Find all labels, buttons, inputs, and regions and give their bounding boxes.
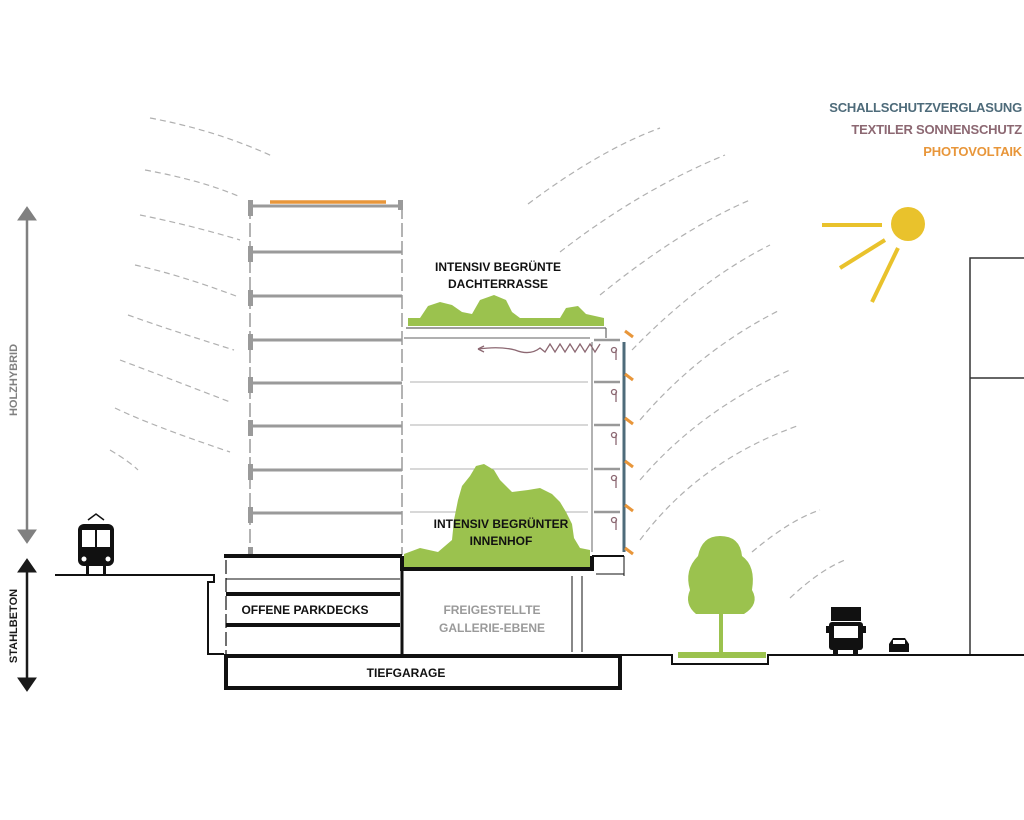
slab-bracket — [248, 200, 253, 216]
label-gallery-1: FREIGESTELLTE — [443, 603, 540, 617]
neighbour-building — [969, 257, 1024, 655]
roof-terrace-greenery — [408, 295, 604, 326]
slab-bracket — [248, 547, 253, 556]
label-underground-garage: TIEFGARAGE — [367, 666, 446, 680]
slab-bracket — [248, 420, 253, 436]
tower-floor-slabs — [248, 200, 403, 556]
slab-bracket — [248, 377, 253, 393]
label-gallery-2: GALLERIE-EBENE — [439, 621, 545, 635]
sun-icon — [822, 207, 925, 303]
pv-louvre — [624, 546, 634, 556]
tram-icon — [78, 513, 114, 574]
slab-bracket — [248, 507, 253, 523]
label-parking-decks: OFFENE PARKDECKS — [241, 603, 368, 617]
tower-holzhybrid — [248, 200, 403, 556]
label-roof-terrace-2: DACHTERRASSE — [448, 277, 548, 291]
noise-waves — [109, 117, 846, 599]
dimension-label-stahlbeton: STAHLBETON — [8, 589, 20, 663]
ground-line — [55, 574, 1024, 665]
truck-icon — [826, 607, 866, 654]
label-roof-terrace-1: INTENSIV BEGRÜNTE — [435, 259, 561, 274]
legend-item-textile-sunshade: TEXTILER SONNENSCHUTZ — [851, 122, 1022, 137]
slab-bracket — [248, 334, 253, 350]
underground-garage-box — [224, 654, 622, 690]
pv-louvre — [624, 459, 634, 469]
textile-sunshade — [477, 342, 618, 530]
facade-photovoltaic — [624, 329, 634, 556]
label-courtyard-1: INTENSIV BEGRÜNTER — [434, 516, 569, 531]
legend-item-soundproof-glazing: SCHALLSCHUTZVERGLASUNG — [829, 100, 1022, 115]
label-courtyard-2: INNENHOF — [470, 534, 533, 548]
pv-louvre — [624, 372, 634, 382]
courtyard-greenery — [404, 464, 590, 568]
tree-pit-grass — [678, 652, 766, 658]
car-icon — [889, 638, 909, 652]
slab-bracket — [248, 290, 253, 306]
slab-bracket — [398, 200, 403, 210]
dimension-label-holzhybrid: HOLZHYBRID — [8, 344, 20, 416]
slab-bracket — [248, 246, 253, 262]
slab-bracket — [248, 464, 253, 480]
pv-louvre — [624, 329, 634, 339]
podium — [224, 554, 625, 690]
dimension-holzhybrid — [17, 206, 37, 544]
tree-icon — [688, 536, 755, 654]
legend-item-photovoltaic: PHOTOVOLTAIK — [923, 144, 1022, 159]
dimension-stahlbeton — [17, 558, 37, 692]
pv-louvre — [624, 503, 634, 513]
pv-louvre — [624, 416, 634, 426]
legend: SCHALLSCHUTZVERGLASUNG TEXTILER SONNENSC… — [829, 97, 1022, 163]
